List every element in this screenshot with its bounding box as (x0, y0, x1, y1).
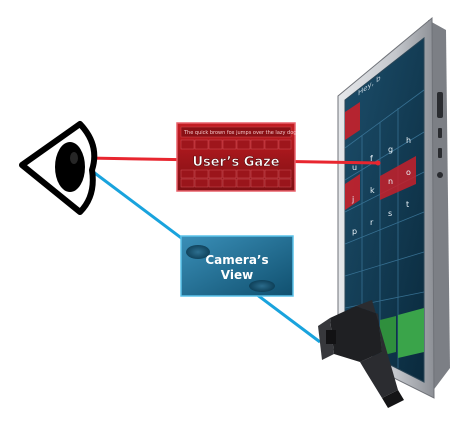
eye-icon (19, 121, 98, 215)
tablet-key-label: p (352, 227, 357, 236)
camera-device-icon (318, 300, 404, 408)
camera-title-line1: Camera’s (205, 253, 268, 267)
preview-text: The quick brown fox jumps over the lazy … (183, 130, 296, 136)
green-key (398, 308, 424, 358)
camera-title-line2: View (221, 268, 253, 282)
camera-view-panel: Camera’s View (180, 235, 294, 297)
tablet-key-label: u (352, 163, 357, 172)
headphone-jack-icon (437, 172, 443, 178)
tablet-key-label: f (370, 154, 373, 163)
tablet-key-label: r (370, 218, 374, 227)
tablet-key-label: s (388, 209, 392, 218)
tablet-key-label: g (388, 145, 393, 154)
tablet-key-label: o (406, 168, 411, 177)
gaze-panel: The quick brown fox jumps over the lazy … (176, 122, 296, 192)
tablet-key-label: h (406, 136, 411, 145)
gaze-title: User’s Gaze (192, 155, 279, 170)
tablet-key-label: j (351, 195, 354, 204)
usb-port-icon (437, 92, 443, 118)
tablet-key-label: t (406, 200, 409, 209)
tablet-key-label: k (370, 186, 375, 195)
tablet-key-label: n (388, 177, 393, 186)
